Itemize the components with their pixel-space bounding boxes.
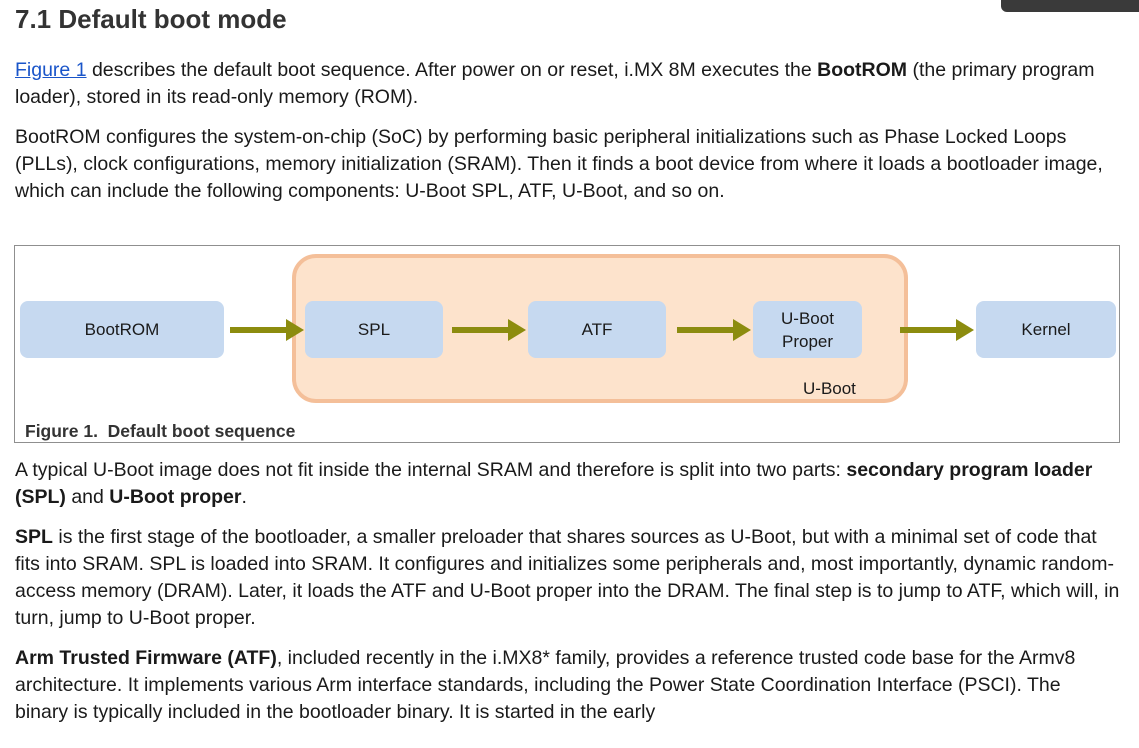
top-toolbar — [1001, 0, 1139, 12]
arrow-right-icon — [452, 319, 526, 341]
section-heading: 7.1 Default boot mode — [15, 4, 287, 34]
bootrom-node: BootROM — [20, 301, 224, 358]
arrow-right-icon — [677, 319, 751, 341]
figure-1-link[interactable]: Figure 1 — [15, 59, 87, 81]
arrow-right-icon — [230, 319, 304, 341]
paragraph-3: A typical U-Boot image does not fit insi… — [15, 459, 1093, 508]
paragraph-5: Arm Trusted Firmware (ATF), included rec… — [15, 647, 1076, 723]
atf-node: ATF — [528, 301, 666, 358]
spl-node: SPL — [305, 301, 443, 358]
paragraph-1: Figure 1 describes the default boot sequ… — [15, 59, 1095, 108]
paragraph-4: SPL is the first stage of the bootloader… — [15, 526, 1120, 629]
uboot-group-label: U-Boot — [803, 379, 856, 398]
kernel-node: Kernel — [976, 301, 1116, 358]
figure-caption: Figure 1. Default boot sequence — [25, 421, 296, 441]
arrow-right-icon — [900, 319, 974, 341]
paragraph-2: BootROM configures the system-on-chip (S… — [15, 126, 1103, 202]
